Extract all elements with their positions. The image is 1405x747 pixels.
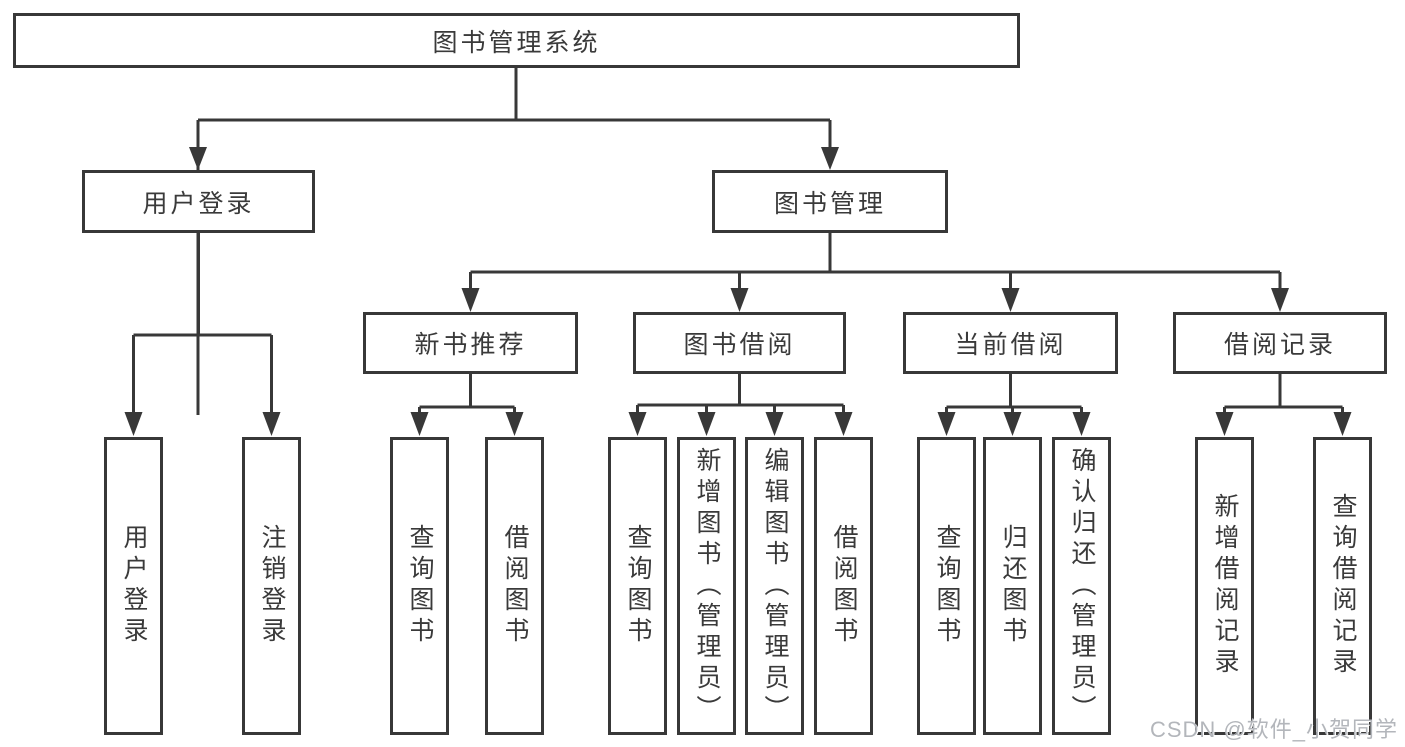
arrowhead xyxy=(461,288,480,312)
arrowhead xyxy=(262,412,281,436)
node-user-login: 用户登录 xyxy=(82,170,315,233)
leaf-query-books-current: 查询图书 xyxy=(917,437,976,735)
arrowhead xyxy=(1003,412,1022,436)
leaf-borrow-books: 借阅图书 xyxy=(814,437,873,735)
csdn-watermark: CSDN @软件_小贺同学 xyxy=(1149,717,1398,742)
node-borrowing-records: 借阅记录 xyxy=(1173,312,1387,374)
arrowhead xyxy=(697,412,716,436)
leaf-add-borrow-record: 新增借阅记录 xyxy=(1195,437,1254,735)
leaf-logout: 注销登录 xyxy=(242,437,301,735)
arrowhead xyxy=(1271,288,1289,312)
arrowhead xyxy=(765,412,784,436)
arrowhead xyxy=(1072,412,1091,436)
arrowhead xyxy=(124,412,143,436)
arrowhead xyxy=(730,288,749,312)
arrowhead xyxy=(628,412,647,436)
arrowhead xyxy=(189,147,207,170)
node-library-management-system: 图书管理系统 xyxy=(13,13,1020,68)
node-book-management: 图书管理 xyxy=(712,170,948,233)
arrowhead xyxy=(1215,412,1234,436)
leaf-query-borrow-record: 查询借阅记录 xyxy=(1313,437,1372,735)
connector-root-to-level2 xyxy=(189,68,839,415)
leaf-query-books-recommend: 查询图书 xyxy=(390,437,449,735)
arrowhead xyxy=(1001,288,1020,312)
node-current-borrowing: 当前借阅 xyxy=(903,312,1118,374)
connector-user-login-children xyxy=(124,233,281,436)
node-new-book-recommend: 新书推荐 xyxy=(363,312,578,374)
connector-book-borrowing-children xyxy=(628,374,853,436)
leaf-edit-books-admin: 编辑图书（管理员） xyxy=(745,437,804,735)
arrowhead xyxy=(821,147,839,170)
leaf-user-login: 用户登录 xyxy=(104,437,163,735)
leaf-query-books-borrowing: 查询图书 xyxy=(608,437,667,735)
arrowhead xyxy=(834,412,853,436)
connector-borrowing-records-children xyxy=(1215,374,1352,436)
leaf-add-books-admin: 新增图书（管理员） xyxy=(677,437,736,735)
connector-current-borrowing-children xyxy=(937,374,1091,436)
leaf-borrow-books-recommend: 借阅图书 xyxy=(485,437,544,735)
connector-book-management-to-level3 xyxy=(461,233,1289,312)
arrowhead xyxy=(410,412,429,436)
connector-new-book-recommend-children xyxy=(410,374,524,436)
leaf-confirm-return-admin: 确认归还（管理员） xyxy=(1052,437,1111,735)
leaf-return-books: 归还图书 xyxy=(983,437,1042,735)
arrowhead xyxy=(937,412,956,436)
node-book-borrowing: 图书借阅 xyxy=(633,312,846,374)
arrowhead xyxy=(1333,412,1352,436)
arrowhead xyxy=(505,412,524,436)
